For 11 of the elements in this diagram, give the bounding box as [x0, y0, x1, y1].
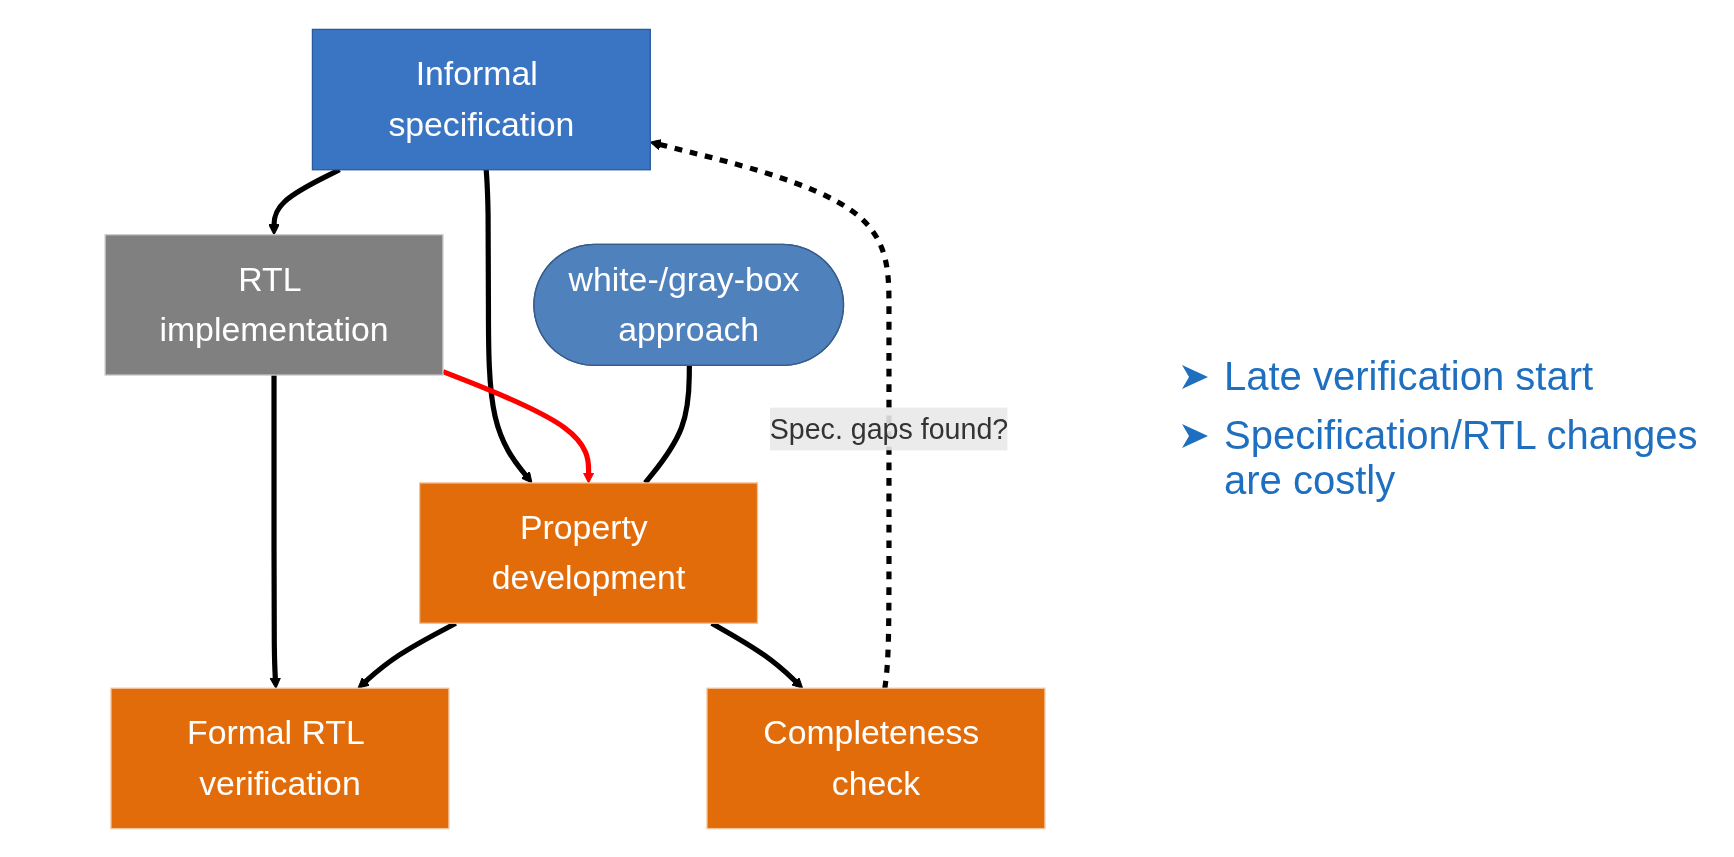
edge-label: Spec. gaps found? [769, 412, 1009, 445]
node-box: Informal specification [311, 28, 651, 170]
node-box: Property development [419, 481, 759, 624]
arrow [442, 368, 595, 483]
arrow [483, 169, 533, 483]
bullet-note: Specification/RTL changes are costly [1224, 413, 1699, 503]
arrow [269, 374, 281, 689]
node-box: Formal RTL verification [110, 687, 450, 829]
node-box: Completeness check [706, 687, 1046, 829]
node-box: RTL implementation [104, 233, 444, 376]
bullet-note: Late verification start [1224, 354, 1594, 399]
